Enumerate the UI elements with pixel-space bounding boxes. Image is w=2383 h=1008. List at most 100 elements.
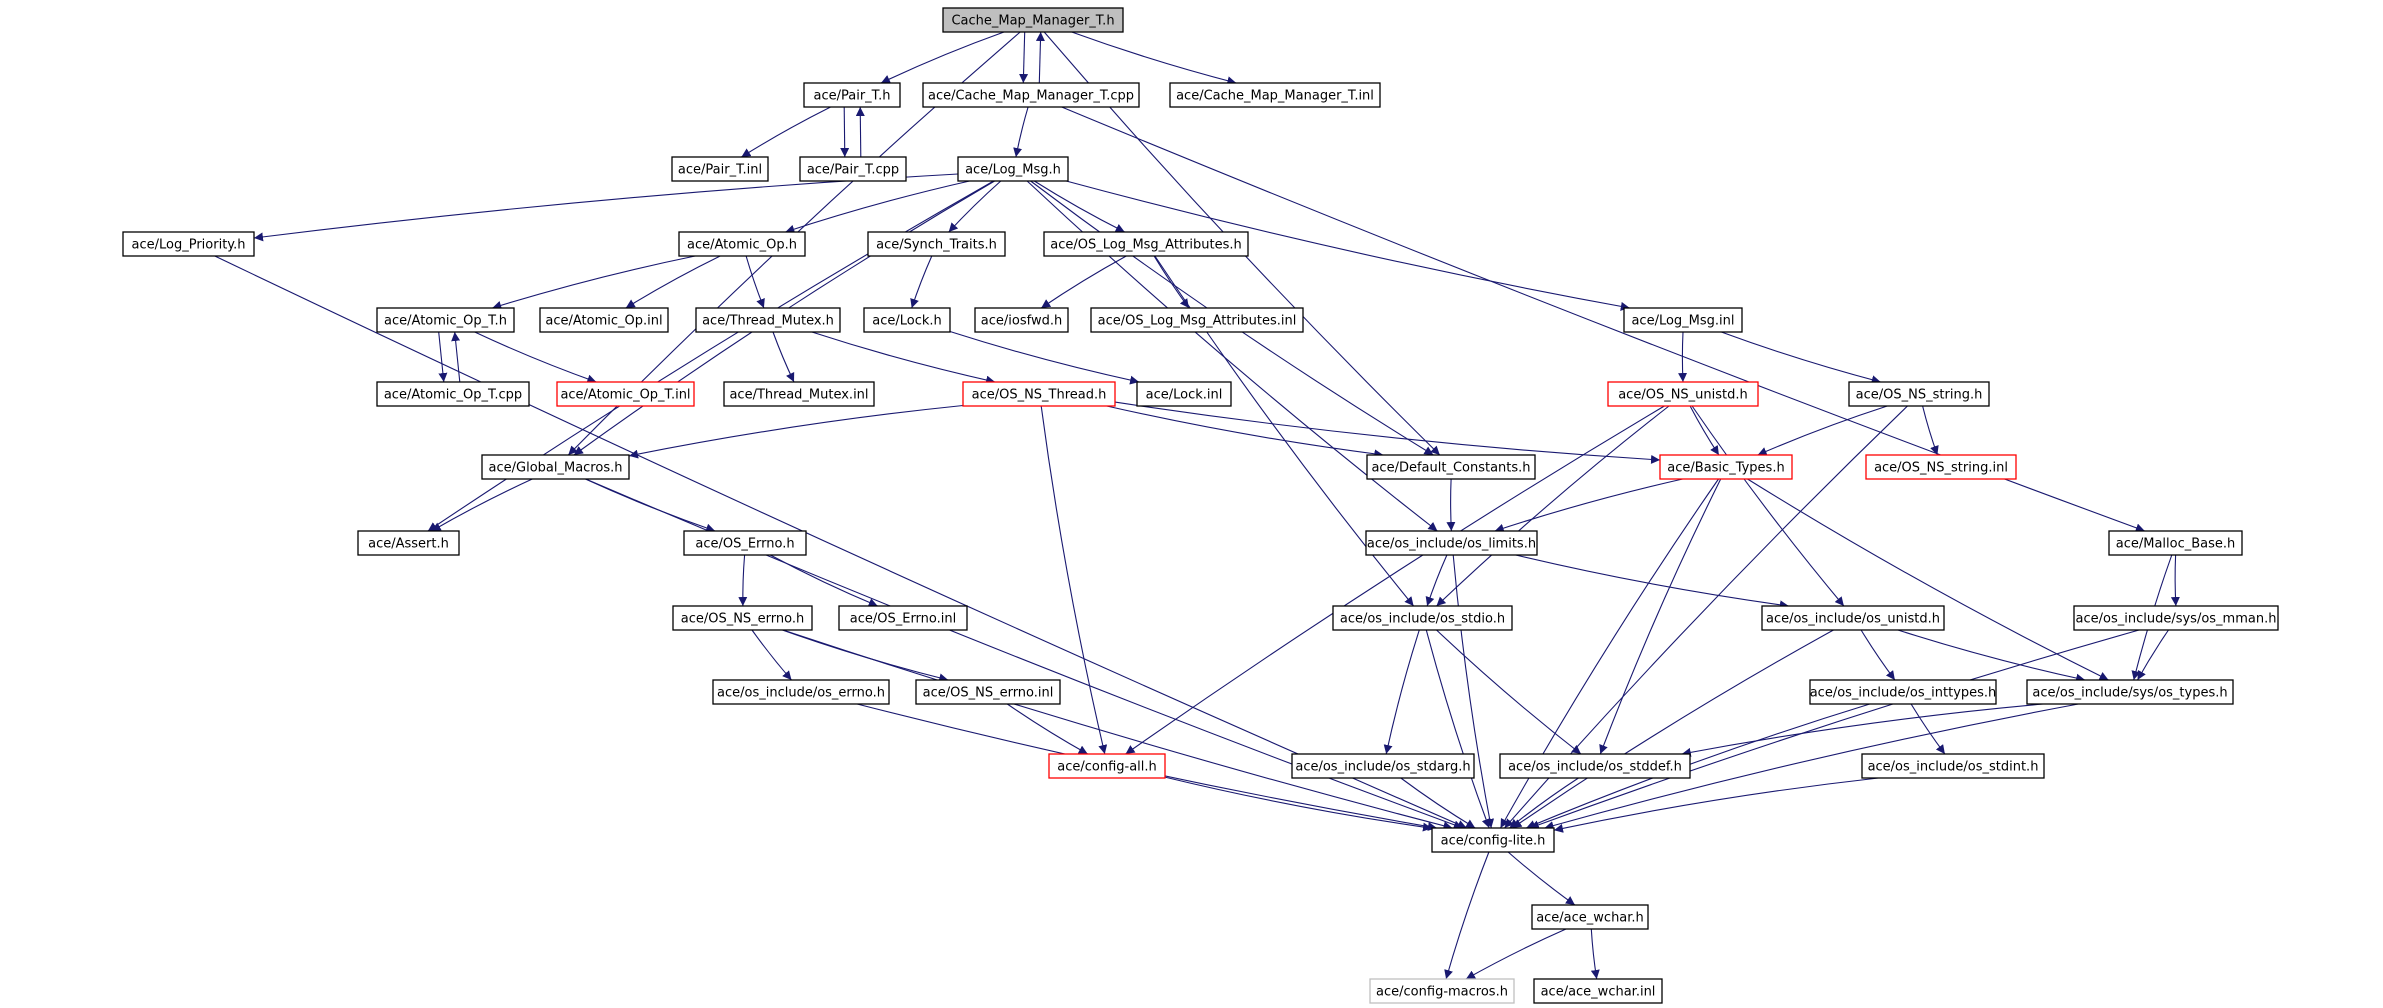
node-os-include-errno[interactable]: ace/os_include/os_errno.h [712, 679, 890, 705]
edge-os-ns-thread-to-global-macros [628, 404, 964, 459]
node-ace-wchar-inl[interactable]: ace/ace_wchar.inl [1533, 978, 1663, 1004]
edge-sys-mman-to-sys-types [2137, 629, 2169, 681]
edge-global-macros-to-assert-h [431, 478, 533, 532]
node-thread-mutex-h[interactable]: ace/Thread_Mutex.h [695, 307, 841, 333]
node-os-errno-inl[interactable]: ace/OS_Errno.inl [838, 605, 968, 631]
node-box [678, 231, 806, 257]
node-root[interactable]: Cache_Map_Manager_T.h [942, 7, 1124, 33]
node-os-stdarg[interactable]: ace/os_include/os_stdarg.h [1291, 753, 1475, 779]
node-box [1659, 454, 1793, 480]
edge-basic-types-to-sys-types [1747, 478, 2109, 681]
node-label: ace/OS_NS_errno.inl [923, 686, 1054, 701]
node-basic-types[interactable]: ace/Basic_Types.h [1659, 454, 1793, 480]
node-pair-h[interactable]: ace/Pair_T.h [803, 82, 901, 108]
node-default-constants[interactable]: ace/Default_Constants.h [1366, 454, 1536, 480]
node-os-unistd[interactable]: ace/os_include/os_unistd.h [1761, 605, 1945, 631]
node-label: ace/os_include/sys/os_mman.h [2076, 612, 2277, 627]
node-box [867, 231, 1006, 257]
node-label: ace/Log_Msg.h [965, 163, 1061, 178]
node-label: ace/os_include/os_inttypes.h [1810, 686, 1997, 701]
node-label: ace/OS_NS_string.h [1856, 388, 1983, 403]
node-label: ace/iosfwd.h [981, 314, 1062, 329]
node-label: ace/Global_Macros.h [489, 461, 623, 476]
node-label: ace/Cache_Map_Manager_T.inl [1176, 89, 1374, 104]
node-pair-cpp[interactable]: ace/Pair_T.cpp [799, 156, 907, 182]
node-box [1048, 753, 1166, 779]
node-box [2073, 605, 2279, 631]
node-ace-wchar-h[interactable]: ace/ace_wchar.h [1531, 904, 1649, 930]
node-iosfwd[interactable]: ace/iosfwd.h [974, 307, 1069, 333]
node-label: ace/OS_NS_errno.h [681, 612, 805, 627]
edge-os-stddef-to-config-lite [1509, 777, 1579, 829]
node-thread-mutex-inl[interactable]: ace/Thread_Mutex.inl [723, 381, 875, 407]
node-box [2026, 679, 2234, 705]
edge-config-lite-to-ace-wchar-h [1507, 851, 1576, 906]
node-synch-traits[interactable]: ace/Synch_Traits.h [867, 231, 1006, 257]
node-sys-mman[interactable]: ace/os_include/sys/os_mman.h [2073, 605, 2279, 631]
node-box [957, 156, 1069, 182]
node-os-inttypes[interactable]: ace/os_include/os_inttypes.h [1809, 679, 1997, 705]
node-global-macros[interactable]: ace/Global_Macros.h [481, 454, 630, 480]
edge-os-ns-errno-to-os-include-errno [751, 629, 792, 681]
edge-thread-mutex-h-to-os-ns-thread [811, 331, 996, 385]
node-cmm-cpp[interactable]: ace/Cache_Map_Manager_T.cpp [922, 82, 1140, 108]
edge-os-ns-thread-to-config-all [1040, 405, 1108, 755]
node-os-log-attr[interactable]: ace/OS_Log_Msg_Attributes.h [1043, 231, 1249, 257]
node-os-stddef[interactable]: ace/os_include/os_stddef.h [1499, 753, 1691, 779]
node-log-priority[interactable]: ace/Log_Priority.h [122, 231, 255, 257]
node-config-all[interactable]: ace/config-all.h [1048, 753, 1166, 779]
edge-log-priority-to-config-lite [214, 255, 1467, 829]
node-atomic-op-h[interactable]: ace/Atomic_Op.h [678, 231, 806, 257]
node-atomic-op-t-h[interactable]: ace/Atomic_Op_T.h [376, 307, 515, 333]
node-os-stdint[interactable]: ace/os_include/os_stdint.h [1861, 753, 2045, 779]
node-label: ace/OS_Errno.inl [850, 612, 956, 627]
edge-os-ns-string-to-basic-types [1757, 405, 1888, 456]
edge-pair-h-to-pair-inl [741, 106, 831, 158]
node-box [1623, 307, 1743, 333]
node-pair-inl[interactable]: ace/Pair_T.inl [671, 156, 769, 182]
node-malloc-base[interactable]: ace/Malloc_Base.h [2108, 530, 2243, 556]
node-os-ns-errno[interactable]: ace/OS_NS_errno.h [672, 605, 813, 631]
edge-os-limits-to-config-lite [1452, 554, 1495, 829]
node-os-ns-string[interactable]: ace/OS_NS_string.h [1848, 381, 1990, 407]
edge-pair-h-to-pair-cpp [840, 106, 850, 158]
node-os-ns-errno-inl[interactable]: ace/OS_NS_errno.inl [915, 679, 1061, 705]
node-os-ns-unistd[interactable]: ace/OS_NS_unistd.h [1607, 381, 1759, 407]
node-atomic-op-t-inl[interactable]: ace/Atomic_Op_T.inl [556, 381, 695, 407]
node-config-lite[interactable]: ace/config-lite.h [1431, 827, 1555, 853]
node-lock-inl[interactable]: ace/Lock.inl [1136, 381, 1232, 407]
edge-sys-types-to-config-lite [1544, 703, 2079, 830]
node-box [1499, 753, 1691, 779]
node-box [122, 231, 255, 257]
node-atomic-op-inl[interactable]: ace/Atomic_Op.inl [539, 307, 669, 333]
edge-root-to-cmm-inl [1071, 31, 1237, 86]
node-log-msg-inl[interactable]: ace/Log_Msg.inl [1623, 307, 1743, 333]
node-label: ace/os_include/os_errno.h [717, 686, 885, 701]
node-config-macros[interactable]: ace/config-macros.h [1369, 978, 1515, 1004]
node-os-log-attr-inl[interactable]: ace/OS_Log_Msg_Attributes.inl [1090, 307, 1304, 333]
edge-cmm-cpp-to-log-msg [1013, 106, 1029, 158]
edge-sys-types-to-os-stddef [1681, 703, 2044, 757]
node-cmm-inl[interactable]: ace/Cache_Map_Manager_T.inl [1169, 82, 1381, 108]
node-sys-types[interactable]: ace/os_include/sys/os_types.h [2026, 679, 2234, 705]
node-os-stdio[interactable]: ace/os_include/os_stdio.h [1332, 605, 1513, 631]
node-box [683, 530, 807, 556]
node-label: ace/Thread_Mutex.inl [729, 388, 868, 403]
node-os-ns-string-inl[interactable]: ace/OS_NS_string.inl [1865, 454, 2017, 480]
node-label: ace/os_include/os_stddef.h [1508, 760, 1682, 775]
node-box [357, 530, 460, 556]
edge-os-ns-string-to-os-ns-string-inl [1922, 405, 1939, 456]
node-label: ace/Atomic_Op_T.cpp [384, 388, 522, 403]
node-box [671, 156, 769, 182]
node-os-errno[interactable]: ace/OS_Errno.h [683, 530, 807, 556]
node-lock-h[interactable]: ace/Lock.h [863, 307, 951, 333]
node-atomic-op-t-cpp[interactable]: ace/Atomic_Op_T.cpp [376, 381, 530, 407]
node-os-limits[interactable]: ace/os_include/os_limits.h [1365, 530, 1538, 556]
node-label: ace/os_include/os_limits.h [1367, 537, 1536, 552]
node-os-ns-thread[interactable]: ace/OS_NS_Thread.h [962, 381, 1116, 407]
edge-os-errno-to-os-ns-errno [738, 554, 748, 607]
node-assert-h[interactable]: ace/Assert.h [357, 530, 460, 556]
node-label: ace/config-all.h [1057, 760, 1157, 775]
node-log-msg[interactable]: ace/Log_Msg.h [957, 156, 1069, 182]
